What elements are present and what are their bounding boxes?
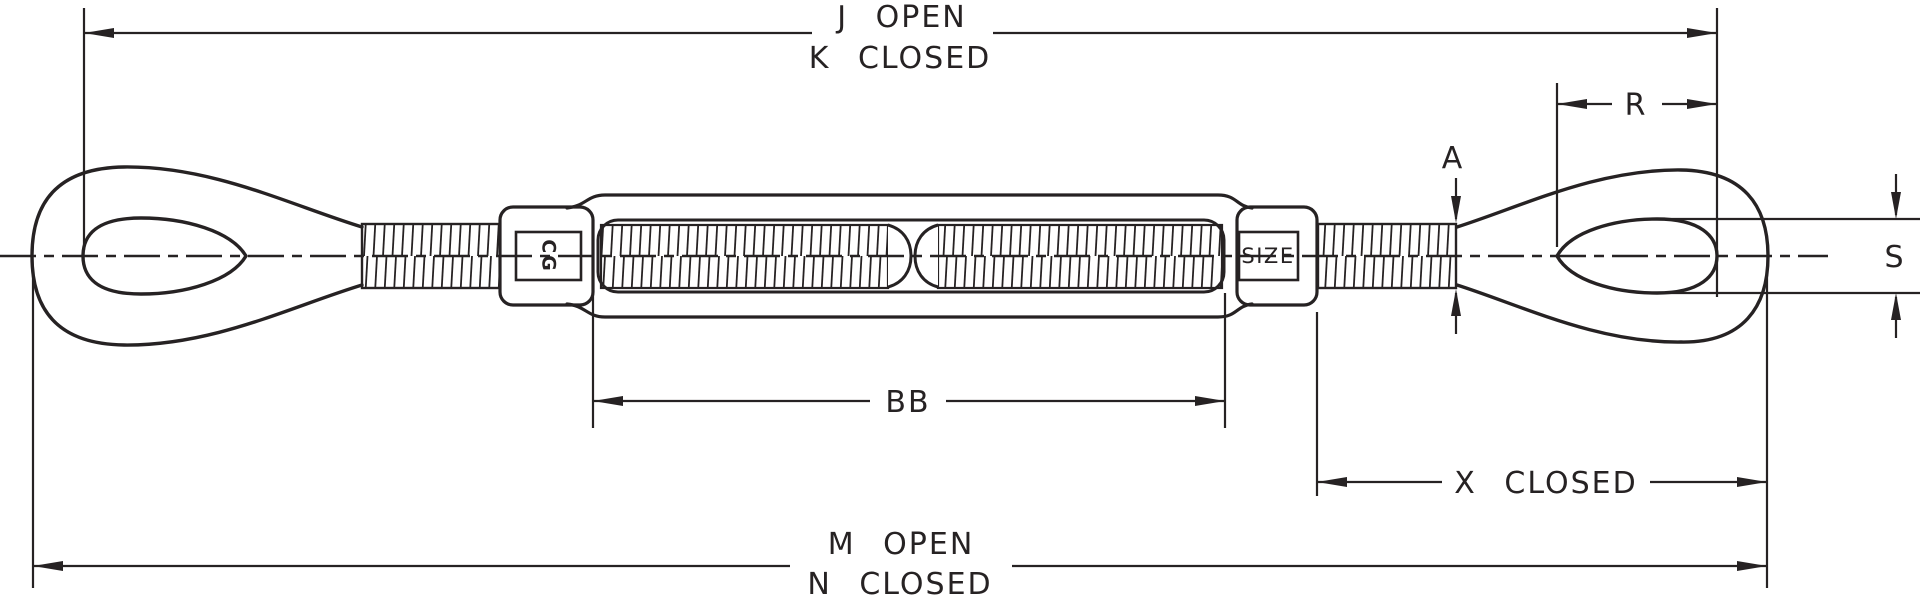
body-frame-top-rail	[565, 193, 1254, 210]
label-k-closed: K CLOSED	[809, 41, 992, 76]
a-arrow-up-icon	[1451, 289, 1461, 316]
jk-arrow-right-icon	[1687, 28, 1717, 38]
label-n-closed: N CLOSED	[807, 567, 992, 595]
s-arrow-up-icon	[1891, 293, 1901, 320]
x-arrow-right-icon	[1737, 477, 1767, 487]
body-frame	[565, 193, 1254, 319]
bb-arrow-left-icon	[593, 396, 623, 406]
dimension-jk	[82, 8, 1719, 297]
r-arrow-right-icon	[1687, 99, 1717, 109]
label-m-open: M OPEN	[828, 527, 975, 562]
jk-arrow-left-icon	[84, 28, 114, 38]
label-a: A	[1442, 141, 1465, 176]
dimension-r	[1555, 83, 1717, 247]
dimension-bb	[591, 290, 1227, 428]
body-frame-bottom-rail	[565, 302, 1254, 319]
dimension-x	[1315, 312, 1767, 496]
bb-arrow-right-icon	[1195, 396, 1225, 406]
label-bb: BB	[885, 385, 930, 420]
label-x-closed: X CLOSED	[1454, 466, 1637, 501]
right-cap-face	[1237, 230, 1300, 282]
label-s: S	[1884, 240, 1905, 275]
dimension-mn	[31, 272, 1769, 588]
label-j-open: J OPEN	[835, 0, 966, 35]
x-arrow-left-icon	[1317, 477, 1347, 487]
label-r: R	[1625, 88, 1648, 123]
right-end-cap	[1235, 205, 1319, 307]
s-arrow-down-icon	[1891, 192, 1901, 219]
mn-arrow-left-icon	[33, 561, 63, 571]
mn-arrow-right-icon	[1737, 561, 1767, 571]
dimension-s	[1662, 174, 1920, 338]
dimension-a	[1451, 178, 1461, 334]
a-arrow-down-icon	[1451, 196, 1461, 223]
r-arrow-left-icon	[1557, 99, 1587, 109]
